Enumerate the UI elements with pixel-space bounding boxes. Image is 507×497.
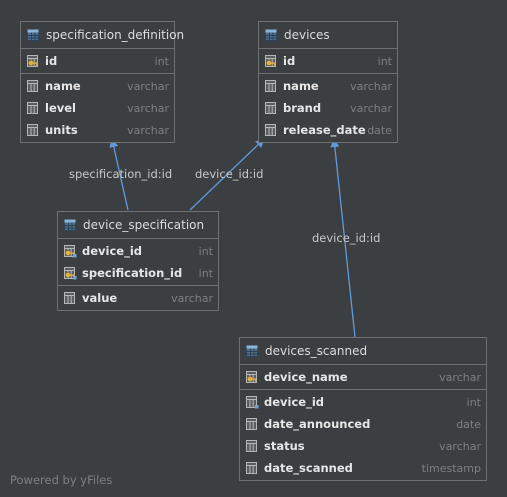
edge-label-device-id: device_id:id <box>195 167 264 181</box>
key-column-icon <box>63 266 77 280</box>
key-column-icon <box>245 370 259 384</box>
column-icon <box>245 417 259 431</box>
column-row[interactable]: id int <box>259 50 397 72</box>
table-header[interactable]: devices_scanned <box>240 338 486 365</box>
column-name: value <box>82 291 118 305</box>
powered-by-footer: Powered by yFiles <box>10 473 113 487</box>
column-type: int <box>466 395 481 409</box>
key-column-icon <box>63 244 77 258</box>
column-group: device_name varchar <box>240 365 486 390</box>
column-name: date_scanned <box>264 461 353 475</box>
column-name: id <box>283 54 296 68</box>
foreign-key-column-icon <box>245 395 259 409</box>
column-name: name <box>283 79 319 93</box>
column-row[interactable]: level varchar <box>21 97 174 119</box>
edge-scanned-to-devices <box>330 138 356 338</box>
column-name: brand <box>283 101 322 115</box>
column-icon <box>26 79 40 93</box>
column-name: status <box>264 439 305 453</box>
edge-label-specification-id: specification_id:id <box>69 167 173 181</box>
column-icon <box>264 123 278 137</box>
table-header[interactable]: devices <box>259 22 397 49</box>
column-row[interactable]: value varchar <box>58 287 218 309</box>
column-type: varchar <box>171 291 213 305</box>
column-group: device_id int date_announced date status varc… <box>240 390 486 480</box>
column-type: int <box>377 54 392 68</box>
column-name: device_name <box>264 370 348 384</box>
column-icon <box>63 291 77 305</box>
column-type: date <box>456 417 481 431</box>
column-name: name <box>45 79 81 93</box>
column-type: timestamp <box>421 461 481 475</box>
edge-spec-to-definition <box>109 138 129 211</box>
column-type: varchar <box>127 123 169 137</box>
column-name: specification_id <box>82 266 183 280</box>
column-group: value varchar <box>58 286 218 310</box>
column-row[interactable]: name varchar <box>259 75 397 97</box>
column-row[interactable]: brand varchar <box>259 97 397 119</box>
table-name: device_specification <box>83 218 205 232</box>
column-name: device_id <box>82 244 143 258</box>
column-type: varchar <box>350 101 392 115</box>
column-row[interactable]: id int <box>21 50 174 72</box>
column-group: id int <box>21 49 174 74</box>
column-row[interactable]: status varchar <box>240 435 486 457</box>
table-icon <box>26 28 40 42</box>
column-icon <box>245 461 259 475</box>
column-name: device_id <box>264 395 325 409</box>
table-icon <box>63 218 77 232</box>
key-column-icon <box>264 54 278 68</box>
column-row[interactable]: device_id int <box>58 240 218 262</box>
column-group: id int <box>259 49 397 74</box>
column-type: varchar <box>350 79 392 93</box>
column-row[interactable]: specification_id int <box>58 262 218 284</box>
column-row[interactable]: device_id int <box>240 391 486 413</box>
column-name: level <box>45 101 76 115</box>
column-icon <box>264 101 278 115</box>
column-row[interactable]: units varchar <box>21 119 174 141</box>
column-type: int <box>198 244 213 258</box>
column-row[interactable]: date_scanned timestamp <box>240 457 486 479</box>
column-type: int <box>154 54 169 68</box>
column-icon <box>26 123 40 137</box>
column-name: units <box>45 123 78 137</box>
column-type: varchar <box>439 370 481 384</box>
column-group: name varchar level varchar units varchar <box>21 74 174 142</box>
column-type: varchar <box>127 79 169 93</box>
column-type: varchar <box>439 439 481 453</box>
table-name: devices <box>284 28 330 42</box>
table-devices[interactable]: devices id int name varchar brand varchar rel… <box>258 21 398 143</box>
column-name: id <box>45 54 58 68</box>
column-name: date_announced <box>264 417 371 431</box>
column-type: varchar <box>127 101 169 115</box>
column-type: int <box>198 266 213 280</box>
column-icon <box>245 439 259 453</box>
table-name: devices_scanned <box>265 344 368 358</box>
column-name: release_date <box>283 123 366 137</box>
column-row[interactable]: device_name varchar <box>240 366 486 388</box>
column-icon <box>26 101 40 115</box>
table-header[interactable]: device_specification <box>58 212 218 239</box>
edge-label-scanned-device-id: device_id:id <box>312 231 381 245</box>
table-header[interactable]: specification_definition <box>21 22 184 49</box>
column-icon <box>264 79 278 93</box>
table-icon <box>245 344 259 358</box>
table-icon <box>264 28 278 42</box>
table-specification-definition[interactable]: specification_definition id int name varch… <box>20 21 184 143</box>
edge-spec-to-devices <box>189 138 265 211</box>
column-row[interactable]: date_announced date <box>240 413 486 435</box>
column-type: date <box>367 123 392 137</box>
table-name: specification_definition <box>46 28 185 42</box>
column-row[interactable]: name varchar <box>21 75 174 97</box>
key-column-icon <box>26 54 40 68</box>
